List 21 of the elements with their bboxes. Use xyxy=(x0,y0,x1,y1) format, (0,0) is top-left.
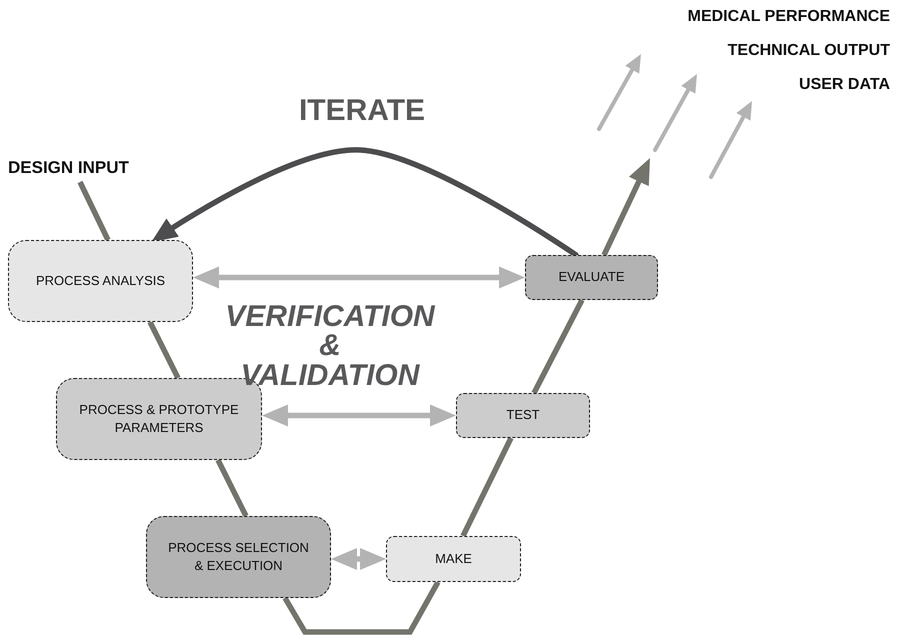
input-label: DESIGN INPUT xyxy=(8,156,168,182)
output-label: MEDICAL PERFORMANCE xyxy=(688,8,890,26)
arrow xyxy=(602,158,650,256)
connector-line xyxy=(460,436,514,538)
process-box: TEST xyxy=(456,393,590,438)
arrow xyxy=(331,548,386,570)
connector-line xyxy=(532,298,584,394)
process-box: PROCESS ANALYSIS xyxy=(8,240,193,322)
process-box: MAKE xyxy=(386,536,521,582)
output-label: USER DATA xyxy=(799,76,890,94)
edge-label: ITERATE xyxy=(298,94,426,128)
process-box: EVALUATE xyxy=(525,255,658,300)
connector-line xyxy=(216,458,248,518)
process-box: PROCESS SELECTION & EXECUTION xyxy=(146,516,331,598)
arrow xyxy=(193,266,525,288)
arrow xyxy=(262,404,456,426)
connector-line xyxy=(78,180,110,242)
output-label: TECHNICAL OUTPUT xyxy=(728,42,890,60)
connector-line xyxy=(282,580,440,635)
connector-line xyxy=(148,320,180,380)
arrow xyxy=(151,147,579,258)
